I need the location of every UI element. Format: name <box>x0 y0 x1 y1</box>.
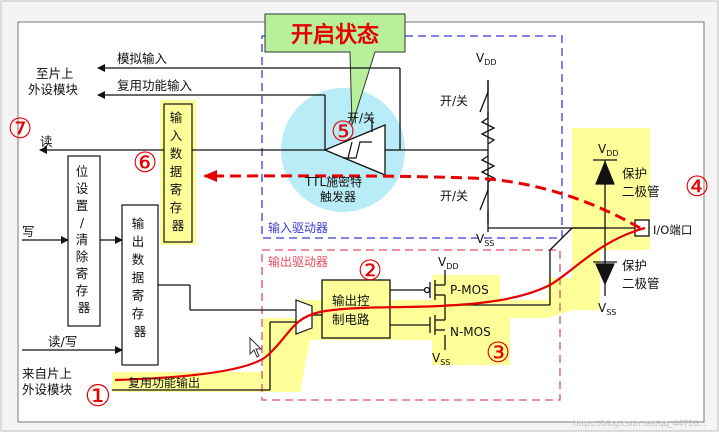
label-on-off-bottom: 开/关 <box>440 189 468 203</box>
output-driver-box <box>261 249 561 401</box>
label-output-data-register: 输 出 数 据 寄 存 器 <box>132 216 149 339</box>
protection-diodes <box>593 159 617 286</box>
label-from-peripheral-1: 来自片上 <box>22 366 72 381</box>
label-from-peripheral-2: 外设模块 <box>22 382 73 397</box>
label-input-driver: 输入驱动器 <box>268 220 328 235</box>
label-protect-2b: 二极管 <box>622 276 660 291</box>
label-output-driver: 输出驱动器 <box>268 254 328 269</box>
input-path-arrow <box>203 169 641 230</box>
label-read-write: 读/写 <box>48 334 77 349</box>
marker-1: ① <box>85 379 112 414</box>
label-ttl-schmitt-2: 触发器 <box>320 189 356 204</box>
label-protect-2a: 保护 <box>622 258 647 273</box>
label-alt-func-input: 复用功能输入 <box>117 78 193 93</box>
marker-3: ③ <box>485 336 510 369</box>
watermark: https://blog.csdn.net/qq_44716... <box>573 419 706 428</box>
label-pmos: P-MOS <box>450 283 489 297</box>
label-vss-diode: VSS <box>598 301 616 317</box>
cursor-icon <box>249 336 263 358</box>
label-to-peripheral-2: 外设模块 <box>28 82 79 97</box>
label-protect-1a: 保护 <box>622 166 647 181</box>
label-analog-input: 模拟输入 <box>117 51 168 66</box>
label-vss-mos: VSS <box>432 351 450 367</box>
marker-2: ② <box>357 254 382 287</box>
marker-6: ⑥ <box>132 146 157 179</box>
label-io-port: I/O端口 <box>653 223 692 237</box>
title-text: 开启状态 <box>291 22 379 48</box>
step-markers: ① ② ③ ④ ⑤ ⑥ ⑦ <box>7 112 709 414</box>
label-ttl-schmitt-1: TTL施密特 <box>304 174 362 189</box>
label-vss-mid: VSS <box>476 232 494 248</box>
label-vdd-diode: VDD <box>598 142 619 158</box>
input-driver-box <box>261 35 563 239</box>
label-input-data-register: 输 入 数 据 寄 存 器 <box>170 110 187 233</box>
output-data-register <box>121 204 159 366</box>
marker-7: ⑦ <box>7 112 32 145</box>
label-read: 读 <box>40 134 53 149</box>
label-on-off-schmitt: 开/关 <box>347 111 375 125</box>
bit-set-reset-register <box>67 155 101 327</box>
label-output-ctrl-2: 制电路 <box>332 312 370 327</box>
label-on-off-top: 开/关 <box>440 94 468 108</box>
marker-5: ⑤ <box>330 115 355 148</box>
output-path-highlight <box>112 128 650 392</box>
label-output-ctrl-1: 输出控 <box>332 293 370 308</box>
schmitt-trigger <box>323 118 400 176</box>
label-vdd-top: VDD <box>476 51 497 67</box>
label-protect-1b: 二极管 <box>622 184 660 199</box>
marker-4: ④ <box>684 170 709 203</box>
label-alt-func-output: 复用功能输出 <box>128 375 200 390</box>
mos-transistors <box>423 280 446 335</box>
label-bit-set-reset-register: 位 设 置 / 清 除 寄 存 器 <box>76 164 93 315</box>
output-path-line <box>114 226 646 382</box>
input-data-register <box>163 103 193 243</box>
pull-resistors <box>479 80 496 225</box>
label-write: 写 <box>22 224 35 239</box>
circuit-lines <box>22 64 635 391</box>
label-to-peripheral-1: 至片上 <box>36 66 74 81</box>
labels: 模拟输入 复用功能输入 至片上 外设模块 读 写 读/写 来自片上 外设模块 复… <box>22 51 706 428</box>
label-vdd-mos: VDD <box>438 255 459 271</box>
label-nmos: N-MOS <box>450 325 491 339</box>
title-box: 开启状态 <box>264 13 406 126</box>
